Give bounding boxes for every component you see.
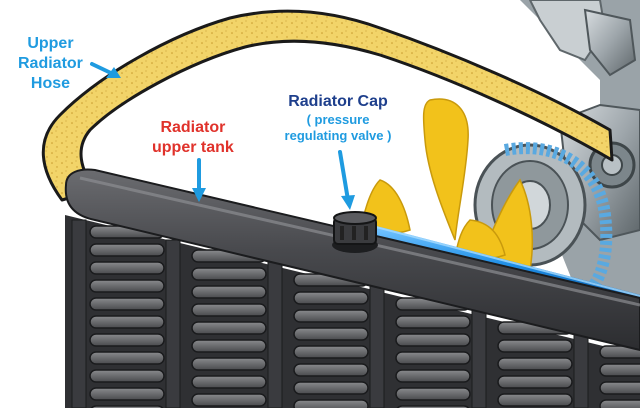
fin-coil xyxy=(89,387,165,401)
fin-coil xyxy=(395,315,471,329)
pointer-arrows xyxy=(90,62,355,210)
fin-coil xyxy=(293,291,369,305)
radiator-fins xyxy=(89,225,640,408)
upper-radiator-hose-label: Upper Radiator Hose xyxy=(18,34,83,94)
label-line: upper tank xyxy=(152,139,234,156)
fin-coil xyxy=(599,399,640,408)
fin-coil xyxy=(89,279,165,293)
fin-coil xyxy=(191,321,267,335)
fin-coil xyxy=(191,339,267,353)
fin-coil xyxy=(191,285,267,299)
fin-coil xyxy=(395,333,471,347)
radiator-upper-tank-label: Radiator upper tank xyxy=(152,118,234,158)
fin-coil xyxy=(293,309,369,323)
fin-coil xyxy=(497,393,573,407)
fin-coil xyxy=(293,363,369,377)
fin-coil xyxy=(89,261,165,275)
fin-coil xyxy=(89,297,165,311)
fin-coil xyxy=(89,333,165,347)
fin-coil xyxy=(395,351,471,365)
fin-coil xyxy=(293,381,369,395)
fin-coil xyxy=(191,303,267,317)
fin-coil xyxy=(395,387,471,401)
fin-coil xyxy=(293,345,369,359)
fin-coil xyxy=(191,357,267,371)
fin-coil xyxy=(395,369,471,383)
cap-arrow xyxy=(338,150,350,202)
fin-coil xyxy=(191,393,267,407)
fin-coil xyxy=(497,375,573,389)
fin-coil xyxy=(191,375,267,389)
fin-coil xyxy=(497,357,573,371)
radiator-cap-label: Radiator Cap ( pressure regulating valve… xyxy=(268,92,408,144)
fin-coil xyxy=(191,267,267,281)
radiator-upper-tank xyxy=(64,168,640,352)
fin-coil xyxy=(599,363,640,377)
label-line: Hose xyxy=(30,75,71,92)
fin-coil xyxy=(89,369,165,383)
cap-title: Radiator Cap xyxy=(288,93,388,110)
label-line: Radiator xyxy=(160,119,226,136)
fin-coil xyxy=(293,399,369,408)
fin-coil xyxy=(89,351,165,365)
fin-coil xyxy=(293,327,369,341)
fin-coil xyxy=(89,243,165,257)
drive-belt xyxy=(503,142,613,295)
label-line: Upper xyxy=(27,35,74,52)
fin-coil xyxy=(89,315,165,329)
radiator-cap xyxy=(332,211,378,253)
label-line: Radiator xyxy=(18,55,83,72)
fin-coil xyxy=(599,381,640,395)
upper-radiator-hose xyxy=(41,9,614,202)
hose-arrow xyxy=(90,62,115,76)
cap-desc-line: ( pressure xyxy=(306,112,370,127)
fin-coil xyxy=(497,339,573,353)
cap-desc-line: regulating valve ) xyxy=(284,128,392,143)
radiator-core xyxy=(65,215,640,408)
